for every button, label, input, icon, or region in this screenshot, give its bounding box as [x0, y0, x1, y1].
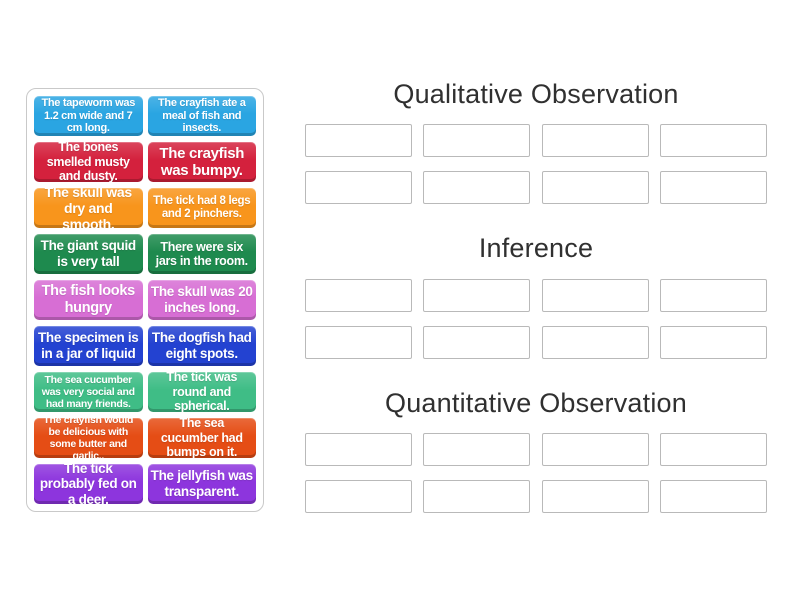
drop-slot[interactable]	[541, 171, 649, 205]
drop-slot[interactable]	[541, 124, 649, 158]
drop-slot[interactable]	[541, 278, 649, 312]
drop-slot[interactable]	[305, 171, 412, 205]
word-tile[interactable]: The tick had 8 legs and 2 pinchers.	[147, 188, 256, 228]
drop-slot[interactable]	[659, 325, 767, 359]
drop-slot[interactable]	[423, 171, 531, 205]
drop-slot[interactable]	[659, 480, 767, 514]
drop-slot[interactable]	[659, 433, 767, 467]
drop-slot[interactable]	[541, 325, 649, 359]
word-tile[interactable]: There were six jars in the room.	[147, 234, 256, 274]
drop-slot[interactable]	[541, 433, 649, 467]
drop-slot[interactable]	[659, 124, 767, 158]
drop-slot[interactable]	[423, 124, 531, 158]
word-tile[interactable]: The fish looks hungry	[34, 280, 143, 320]
slot-grid	[305, 433, 767, 514]
drop-slot[interactable]	[423, 433, 531, 467]
word-tile[interactable]: The jellyfish was transparent.	[147, 464, 256, 504]
word-tile[interactable]: The tapeworm was 1.2 cm wide and 7 cm lo…	[34, 96, 143, 136]
group-title: Inference	[478, 233, 594, 264]
category-groups: Qualitative Observation Inference	[305, 78, 767, 541]
group-title: Quantitative Observation	[385, 387, 687, 418]
drop-slot[interactable]	[659, 171, 767, 205]
group-quantitative-observation: Quantitative Observation	[305, 387, 767, 514]
word-tile[interactable]: The dogfish had eight spots.	[147, 326, 256, 366]
word-tile[interactable]: The crayfish ate a meal of fish and inse…	[147, 96, 256, 136]
drop-slot[interactable]	[305, 124, 412, 158]
drop-slot[interactable]	[305, 433, 412, 467]
drop-slot[interactable]	[541, 480, 649, 514]
drop-slot[interactable]	[423, 278, 531, 312]
word-tile[interactable]: The specimen is in a jar of liquid	[34, 326, 143, 366]
word-tile[interactable]: The giant squid is very tall	[34, 234, 143, 274]
drop-slot[interactable]	[423, 480, 531, 514]
word-tile[interactable]: The skull was dry and smooth.	[34, 188, 143, 228]
word-tile[interactable]: The sea cucumber was very social and had…	[34, 372, 143, 412]
word-tile[interactable]: The bones smelled musty and dusty.	[34, 142, 143, 182]
tile-panel: The tapeworm was 1.2 cm wide and 7 cm lo…	[26, 88, 264, 512]
group-qualitative-observation: Qualitative Observation	[305, 78, 767, 205]
word-tile[interactable]: The skull was 20 inches long.	[147, 280, 256, 320]
drop-slot[interactable]	[659, 278, 767, 312]
group-title: Qualitative Observation	[393, 79, 679, 109]
drop-slot[interactable]	[423, 325, 531, 359]
word-tile[interactable]: The tick probably fed on a deer.	[34, 464, 143, 504]
slot-grid	[305, 124, 767, 205]
word-tile[interactable]: The crayfish would be delicious with som…	[34, 418, 143, 458]
slot-grid	[305, 278, 767, 359]
word-tile[interactable]: The sea cucumber had bumps on it.	[147, 418, 256, 458]
group-inference: Inference	[305, 232, 767, 359]
word-tile[interactable]: The tick was round and spherical.	[147, 372, 256, 412]
word-tile[interactable]: The crayfish was bumpy.	[147, 142, 256, 182]
drop-slot[interactable]	[305, 325, 412, 359]
drop-slot[interactable]	[305, 480, 412, 514]
drop-slot[interactable]	[305, 278, 412, 312]
